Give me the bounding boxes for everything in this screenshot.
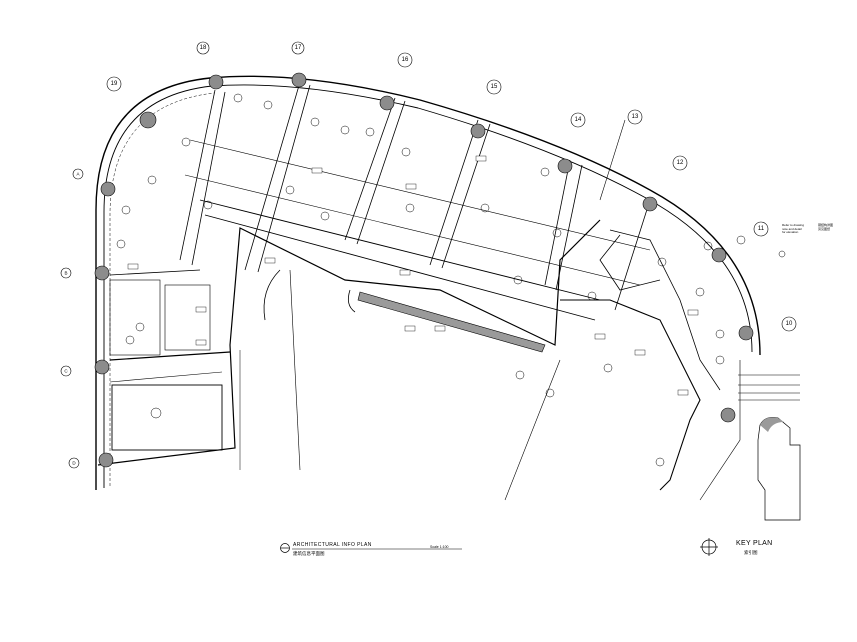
grid-bubble-label: 16	[402, 57, 409, 63]
grid-bubble-label: 12	[677, 160, 684, 166]
inner-boundary-wall	[97, 219, 601, 466]
column	[470, 123, 486, 139]
column	[720, 407, 736, 423]
outer-facade-wall	[95, 75, 761, 490]
column	[379, 95, 395, 111]
column	[94, 359, 110, 375]
column	[94, 265, 110, 281]
right-note-2: 钢结构详图 另见图纸	[818, 223, 834, 231]
grid-bubble-label: 17	[295, 45, 302, 51]
right-note: Refer to drawing note and detail for ele…	[782, 223, 805, 235]
grid-bubble-label: 10	[786, 321, 793, 327]
column	[557, 158, 573, 174]
column	[100, 181, 116, 197]
side-bubble-label: B	[64, 271, 67, 276]
grid-bubble-label: 18	[200, 45, 207, 51]
grid-bubble-label: 14	[575, 117, 582, 123]
column	[208, 74, 224, 90]
drawing-subtitle: 建筑信息平面图	[293, 551, 325, 556]
column	[642, 196, 658, 212]
key-plan-shape	[757, 416, 801, 521]
column	[711, 247, 727, 263]
grid-bubble-label: 19	[111, 81, 118, 87]
inner-facade-wall	[103, 84, 753, 488]
side-bubble-label: A	[76, 172, 79, 177]
side-bubble-label: C	[64, 369, 68, 374]
hatched-corridor	[357, 291, 546, 353]
column	[738, 325, 754, 341]
column	[291, 72, 307, 88]
grid-bubble-label: 11	[758, 226, 765, 232]
drawing-title: ARCHITECTURAL INFO PLAN	[293, 542, 372, 548]
side-bubble-label: D	[72, 461, 76, 466]
key-plan-subtitle: 索引图	[744, 550, 758, 555]
grid-bubble-label: 13	[632, 114, 639, 120]
key-plan-title: KEY PLAN	[736, 540, 773, 547]
column	[139, 111, 157, 129]
column	[98, 452, 114, 468]
drawing-scale: Scale 1:100	[430, 545, 449, 549]
grid-bubble-label: 15	[491, 84, 498, 90]
